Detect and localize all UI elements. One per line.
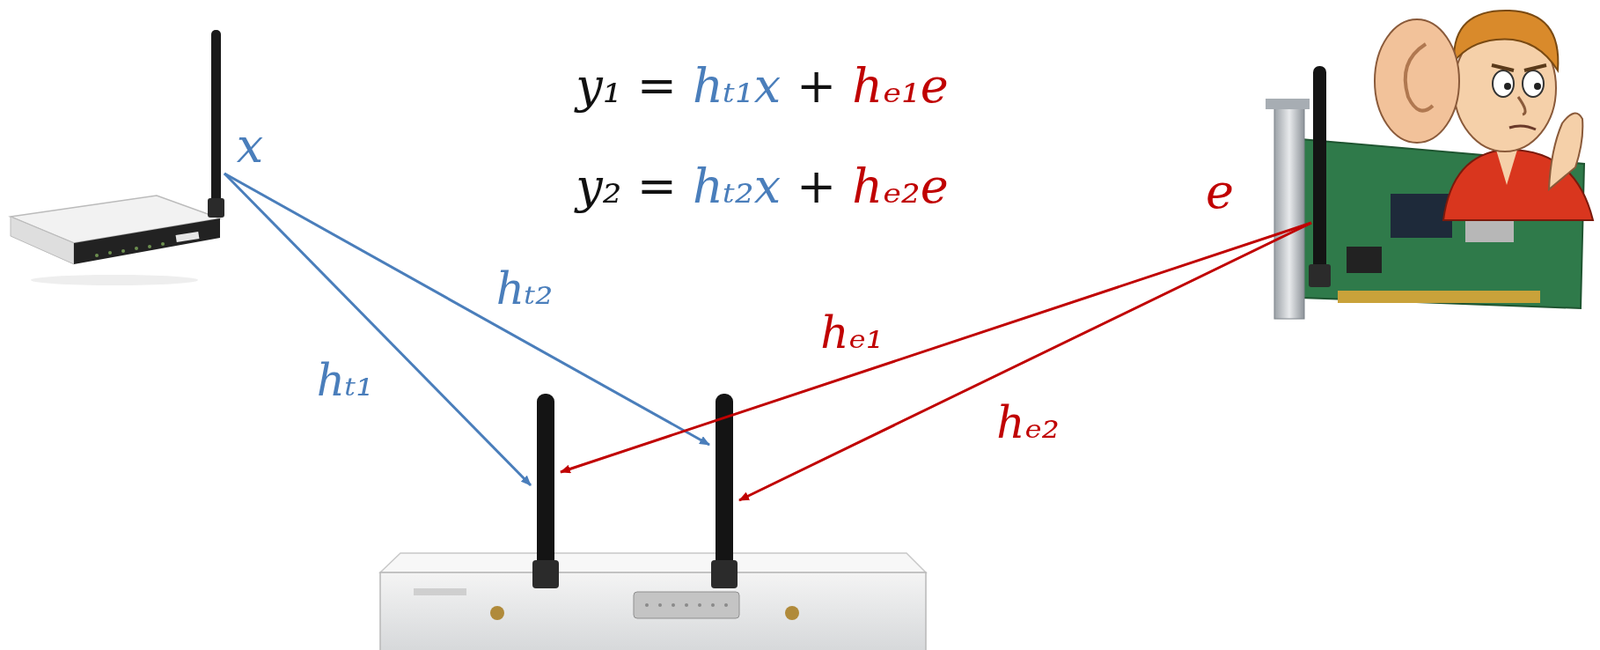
- channel-arrow: [739, 222, 1312, 500]
- equation-row: y₁ = hₜ₁x +hₑ₁e: [567, 58, 956, 114]
- channel-arrow: [224, 173, 710, 445]
- equation-operator: +: [796, 159, 837, 214]
- channel-arrow: [560, 222, 1312, 472]
- channel-arrows: [224, 173, 1312, 500]
- equation-term: y₁ =: [575, 58, 677, 114]
- channel-arrow: [224, 173, 531, 485]
- router: [10, 29, 225, 286]
- channel-label: hₑ₁: [816, 308, 888, 358]
- receiver-device: [380, 393, 926, 650]
- eavesdropper-figure: [1374, 10, 1593, 221]
- channel-label: hₑ₂: [992, 398, 1064, 448]
- channel-label: hₜ₁: [313, 356, 378, 405]
- channel-label: hₜ₂: [492, 264, 558, 314]
- equation-term: hₑ₁e: [851, 58, 948, 114]
- equation-term: y₂ =: [575, 159, 677, 214]
- equation-operator: +: [796, 58, 837, 114]
- equation-term: hₜ₁x: [692, 58, 781, 114]
- equation-term: hₜ₂x: [692, 159, 781, 214]
- equation-row: y₂ = hₜ₂x + hₑ₂e: [567, 159, 956, 214]
- signal-label: e: [1202, 165, 1238, 218]
- equation-term: hₑ₂e: [851, 159, 948, 214]
- signal-label: x: [233, 119, 267, 172]
